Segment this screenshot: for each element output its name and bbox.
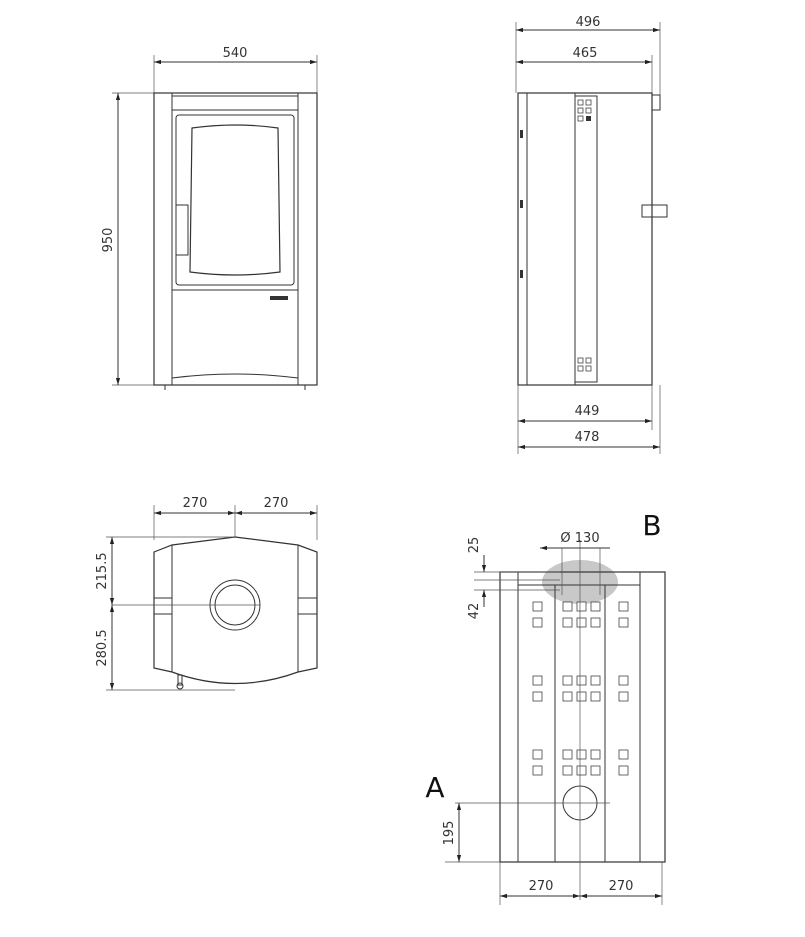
offset-top-label: 25	[467, 537, 482, 554]
front-width-label: 540	[223, 46, 248, 61]
rear-left-half-label: 270	[529, 879, 554, 894]
offset-flue-label: 42	[467, 603, 482, 620]
side-bottom-outer-label: 478	[575, 430, 600, 445]
side-top-outer-label: 496	[576, 15, 601, 30]
glass-door	[189, 124, 281, 276]
top-right-half-label: 270	[264, 496, 289, 511]
flue-diameter-label: Ø 130	[560, 531, 599, 546]
inlet-height-label: 195	[442, 821, 457, 846]
side-bottom-inner-label: 449	[575, 404, 600, 419]
rear-right-half-label: 270	[609, 879, 634, 894]
label-a: A	[425, 771, 444, 804]
rear-view: Ø 130 B 25 42 A 195 270 270	[425, 509, 666, 905]
top-view: 270 270 215.5 280.5	[95, 496, 318, 691]
vent-grid	[532, 601, 629, 776]
top-left-half-label: 270	[183, 496, 208, 511]
side-top-inner-label: 465	[573, 46, 598, 61]
front-height-label: 950	[101, 228, 116, 253]
front-view: 540 950	[101, 46, 318, 390]
control-panel	[577, 99, 592, 372]
top-front-depth-label: 215.5	[95, 552, 110, 589]
side-view: 496 465 449 478	[515, 15, 668, 454]
label-b: B	[642, 509, 661, 542]
door-handle	[175, 204, 189, 256]
top-rear-depth-label: 280.5	[95, 629, 110, 666]
